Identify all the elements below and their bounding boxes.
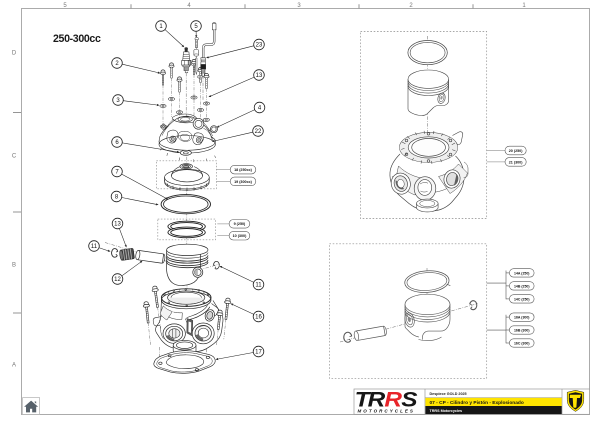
svg-text:1: 1 [159, 24, 163, 30]
svg-text:10 (300): 10 (300) [233, 234, 248, 238]
svg-text:2: 2 [409, 3, 413, 9]
svg-text:21 (300): 21 (300) [509, 160, 524, 164]
svg-text:3: 3 [116, 98, 120, 104]
svg-text:14B (250): 14B (250) [514, 284, 530, 288]
svg-text:250-300cc: 250-300cc [53, 33, 101, 45]
svg-text:7: 7 [115, 170, 119, 176]
svg-text:C: C [12, 154, 17, 160]
svg-text:A: A [12, 363, 16, 369]
svg-text:20 (250): 20 (250) [509, 149, 524, 153]
svg-text:19 (300cc): 19 (300cc) [234, 180, 253, 184]
svg-text:14C (250): 14C (250) [514, 297, 530, 301]
svg-text:B: B [12, 263, 16, 269]
svg-text:17: 17 [255, 350, 262, 356]
svg-text:8: 8 [115, 195, 119, 201]
svg-text:11: 11 [255, 283, 262, 289]
svg-text:12: 12 [114, 277, 121, 283]
svg-text:4: 4 [258, 106, 262, 112]
svg-text:11: 11 [91, 244, 98, 250]
svg-text:6: 6 [115, 140, 119, 146]
svg-text:13: 13 [114, 222, 121, 228]
svg-text:23: 23 [256, 43, 263, 49]
svg-text:9 (250): 9 (250) [234, 222, 246, 226]
svg-text:16B (300): 16B (300) [514, 328, 530, 332]
svg-text:T: T [355, 387, 372, 411]
svg-text:14A (250): 14A (250) [514, 271, 529, 275]
svg-text:1: 1 [522, 3, 526, 9]
svg-text:5: 5 [194, 24, 198, 30]
svg-text:5: 5 [63, 3, 67, 9]
svg-text:3: 3 [297, 3, 301, 9]
svg-text:16A (300): 16A (300) [514, 316, 529, 320]
svg-text:TRRS Motorcycles: TRRS Motorcycles [430, 409, 463, 413]
svg-text:R: R [384, 387, 402, 411]
svg-text:16C (300): 16C (300) [514, 341, 530, 345]
svg-text:4: 4 [187, 3, 191, 9]
svg-text:D: D [12, 51, 17, 57]
svg-text:07 - CP - Cilindro y Pistón -: 07 - CP - Cilindro y Pistón - Explosiona… [430, 400, 524, 406]
svg-text:2: 2 [115, 61, 119, 67]
svg-text:S: S [401, 387, 417, 411]
svg-text:MOTORCYCLES: MOTORCYCLES [358, 408, 415, 413]
svg-text:13: 13 [256, 73, 263, 79]
svg-text:R: R [368, 387, 386, 411]
svg-text:Despiece GOLD 2025: Despiece GOLD 2025 [430, 392, 467, 396]
svg-text:22: 22 [255, 129, 262, 135]
svg-text:18 (250cc): 18 (250cc) [234, 168, 253, 172]
svg-text:16: 16 [255, 315, 262, 321]
